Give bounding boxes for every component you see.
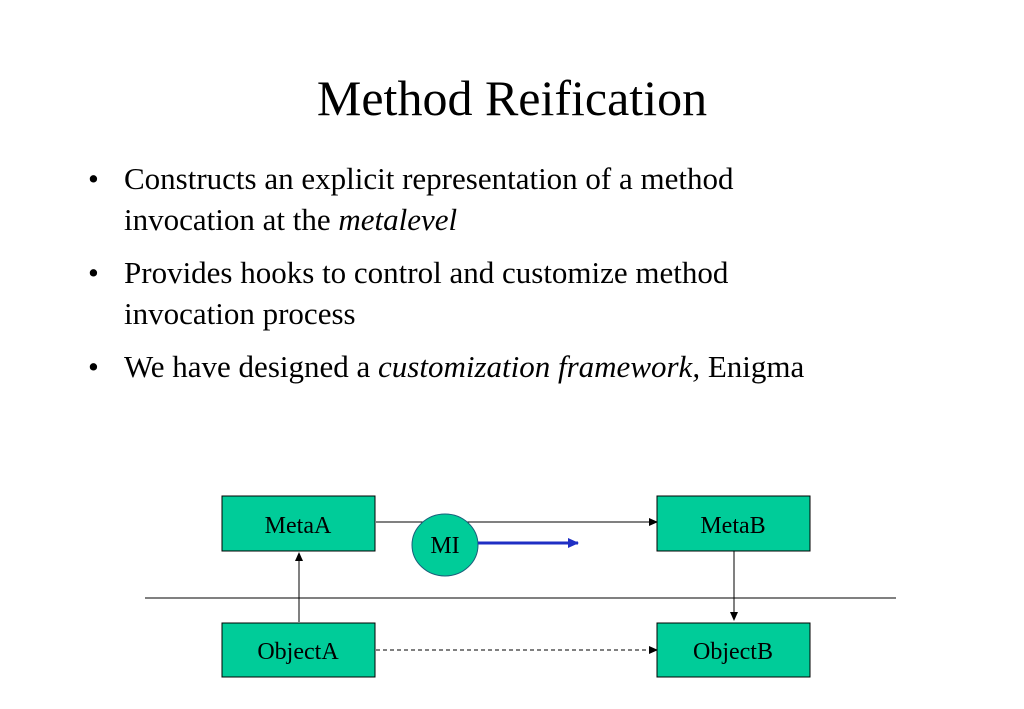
emphasis-text: customization framework, bbox=[378, 349, 701, 384]
bullet-text: Provides hooks to control and customize … bbox=[124, 255, 729, 290]
object-a-node: ObjectA bbox=[221, 622, 376, 678]
bullet-item: • We have designed a customization frame… bbox=[88, 346, 968, 387]
bullet-dot-icon: • bbox=[88, 161, 99, 196]
bullet-item: • Constructs an explicit representation … bbox=[88, 158, 968, 240]
mi-label: MI bbox=[430, 533, 459, 559]
meta-b-node: MetaB bbox=[656, 495, 811, 552]
bullet-text: Enigma bbox=[700, 349, 805, 384]
bullet-item: • Provides hooks to control and customiz… bbox=[88, 252, 968, 334]
bullet-text: invocation process bbox=[124, 296, 356, 331]
bullet-text: We have designed a bbox=[124, 349, 379, 384]
mi-node: MI bbox=[411, 513, 479, 577]
bullet-list: • Constructs an explicit representation … bbox=[88, 158, 968, 399]
object-b-node: ObjectB bbox=[656, 622, 811, 678]
object-b-label: ObjectB bbox=[693, 639, 773, 665]
meta-a-label: MetaA bbox=[265, 513, 332, 539]
bullet-dot-icon: • bbox=[88, 255, 99, 290]
meta-a-node: MetaA bbox=[221, 495, 376, 552]
object-a-label: ObjectA bbox=[257, 639, 339, 665]
slide-title: Method Reification bbox=[316, 70, 708, 126]
bullet-text: Constructs an explicit representation of… bbox=[124, 161, 734, 196]
bullet-text: invocation at the bbox=[124, 202, 339, 237]
bullet-dot-icon: • bbox=[88, 349, 99, 384]
meta-b-label: MetaB bbox=[700, 513, 765, 539]
emphasis-text: metalevel bbox=[338, 202, 458, 237]
